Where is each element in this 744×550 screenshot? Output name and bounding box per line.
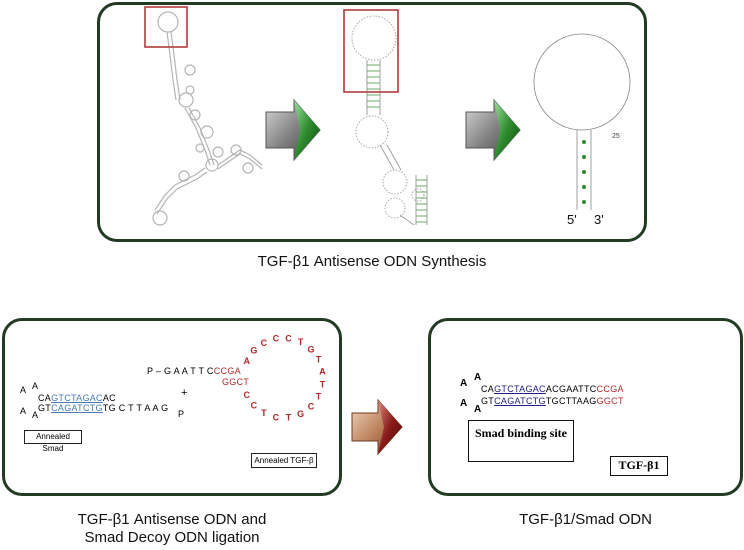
highlight-box-2: [343, 9, 399, 93]
right-a-bottom-2: A: [474, 404, 482, 415]
hairpin-pair-dots: [582, 140, 586, 204]
right-strand-bottom: GTCAGATCTGTGCTTAAGGGCT: [481, 396, 624, 406]
zoomed-stem: [366, 60, 428, 226]
ligation-arrow: [351, 398, 403, 456]
annealed-tgf-label: Annealed TGF-β: [251, 453, 317, 468]
product-caption: TGF-β1/Smad ODN: [519, 511, 652, 528]
ligation-caption-line1: TGF-β1 Antisense ODN and: [77, 511, 267, 528]
step-arrow-1: [265, 98, 321, 162]
stem-base-pairs: [367, 64, 427, 223]
left-strand-top: CAGTCTAGACAC: [38, 393, 116, 403]
tgf-beta1-label: TGF-β1: [610, 456, 668, 476]
step-arrow-2: [465, 98, 521, 162]
left-a-bottom-2: A: [32, 410, 39, 420]
left-plus: +: [181, 387, 188, 399]
right-a-top-2: A: [474, 372, 482, 383]
full-rna-structure: [152, 11, 263, 226]
right-a-top: A: [460, 378, 468, 389]
hairpin-3-prime: 3': [594, 212, 604, 227]
smad-binding-site-label: Smad binding site: [468, 420, 574, 462]
left-strand-p: P: [178, 409, 185, 419]
ligation-caption-line2: Smad Decoy ODN ligation: [84, 529, 260, 546]
right-a-bottom: A: [460, 398, 468, 409]
left-top-oligo: P – G A A T T CCCGA: [147, 366, 241, 376]
highlight-box-1: [144, 6, 188, 48]
antisense-hairpin: [533, 33, 631, 210]
hairpin-index: 25: [612, 133, 620, 140]
synthesis-caption: TGF-β1 Antisense ODN Synthesis: [257, 253, 487, 270]
left-a-bottom: A: [20, 406, 27, 416]
left-strand-bottom: GTCAGATCTGTG C T T A A G: [38, 403, 169, 413]
annealed-smad-label: Annealed Smad: [24, 430, 82, 453]
right-strand-top: CAGTCTAGACACGAATTCCCGA: [481, 384, 624, 394]
zoomed-rna-structure: [351, 15, 425, 219]
hairpin-5-prime: 5': [567, 212, 577, 227]
left-a-top-2: A: [32, 381, 39, 391]
left-bottom-red: GGCT: [222, 377, 250, 387]
left-a-top: A: [20, 385, 27, 395]
product-panel: [428, 318, 743, 496]
